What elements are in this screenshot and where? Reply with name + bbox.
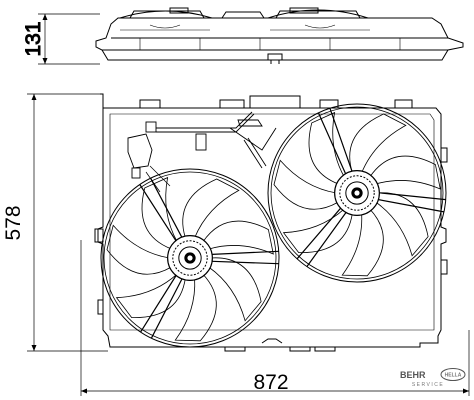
dimension-label-578: 578: [2, 205, 25, 240]
fan-blade: [115, 273, 186, 319]
fan-ring-inner: [270, 106, 444, 280]
fan-blade: [208, 257, 262, 322]
fan-blade: [174, 273, 217, 342]
dimension-label-131: 131: [22, 21, 45, 56]
fan-blade: [282, 208, 353, 254]
fan-ring-inner: [103, 171, 277, 345]
fan-blade: [106, 224, 172, 275]
fan-blade: [369, 155, 441, 190]
fan-support-arm: [140, 275, 183, 339]
fan-ring-outer: [267, 103, 447, 283]
behr-hella-logo: BEHR HELLA SERVICE: [400, 368, 466, 388]
fan-blade: [273, 159, 339, 210]
fan-support-arm: [212, 250, 279, 265]
dimension-872: [80, 240, 470, 396]
fan-blade: [202, 220, 274, 255]
fan-blade: [341, 208, 384, 277]
fan-hub-bore: [354, 190, 360, 196]
fan-left: [100, 168, 280, 348]
fan-support-arm: [378, 192, 446, 213]
top-view: 131: [22, 7, 464, 65]
logo-brand: BEHR: [400, 370, 426, 380]
logo-badge: HELLA: [445, 373, 462, 379]
fan-blade: [308, 111, 345, 185]
fan-blade: [182, 178, 240, 239]
fan-hub-ribs: [172, 240, 208, 276]
fan-hub-motor: [345, 181, 369, 205]
fan-hub-motor: [178, 246, 202, 270]
fan-hub-bore: [187, 255, 193, 261]
dimension-131: [38, 13, 100, 65]
fan-right: [267, 103, 447, 283]
fan-blade: [141, 176, 178, 250]
shroud-frame: [94, 93, 448, 352]
fan-support-arm: [139, 177, 183, 242]
fan-blade: [349, 113, 407, 174]
dimension-label-872: 872: [253, 371, 288, 394]
fan-support-arm: [296, 207, 347, 267]
fan-blade: [375, 192, 429, 257]
dimension-578: [27, 93, 108, 352]
fan-ring-outer: [100, 168, 280, 348]
wiring-harness: [127, 111, 277, 193]
logo-subline: SERVICE: [412, 382, 444, 388]
fan-hub-ribs: [339, 175, 375, 211]
fan-support-arm: [317, 108, 353, 174]
